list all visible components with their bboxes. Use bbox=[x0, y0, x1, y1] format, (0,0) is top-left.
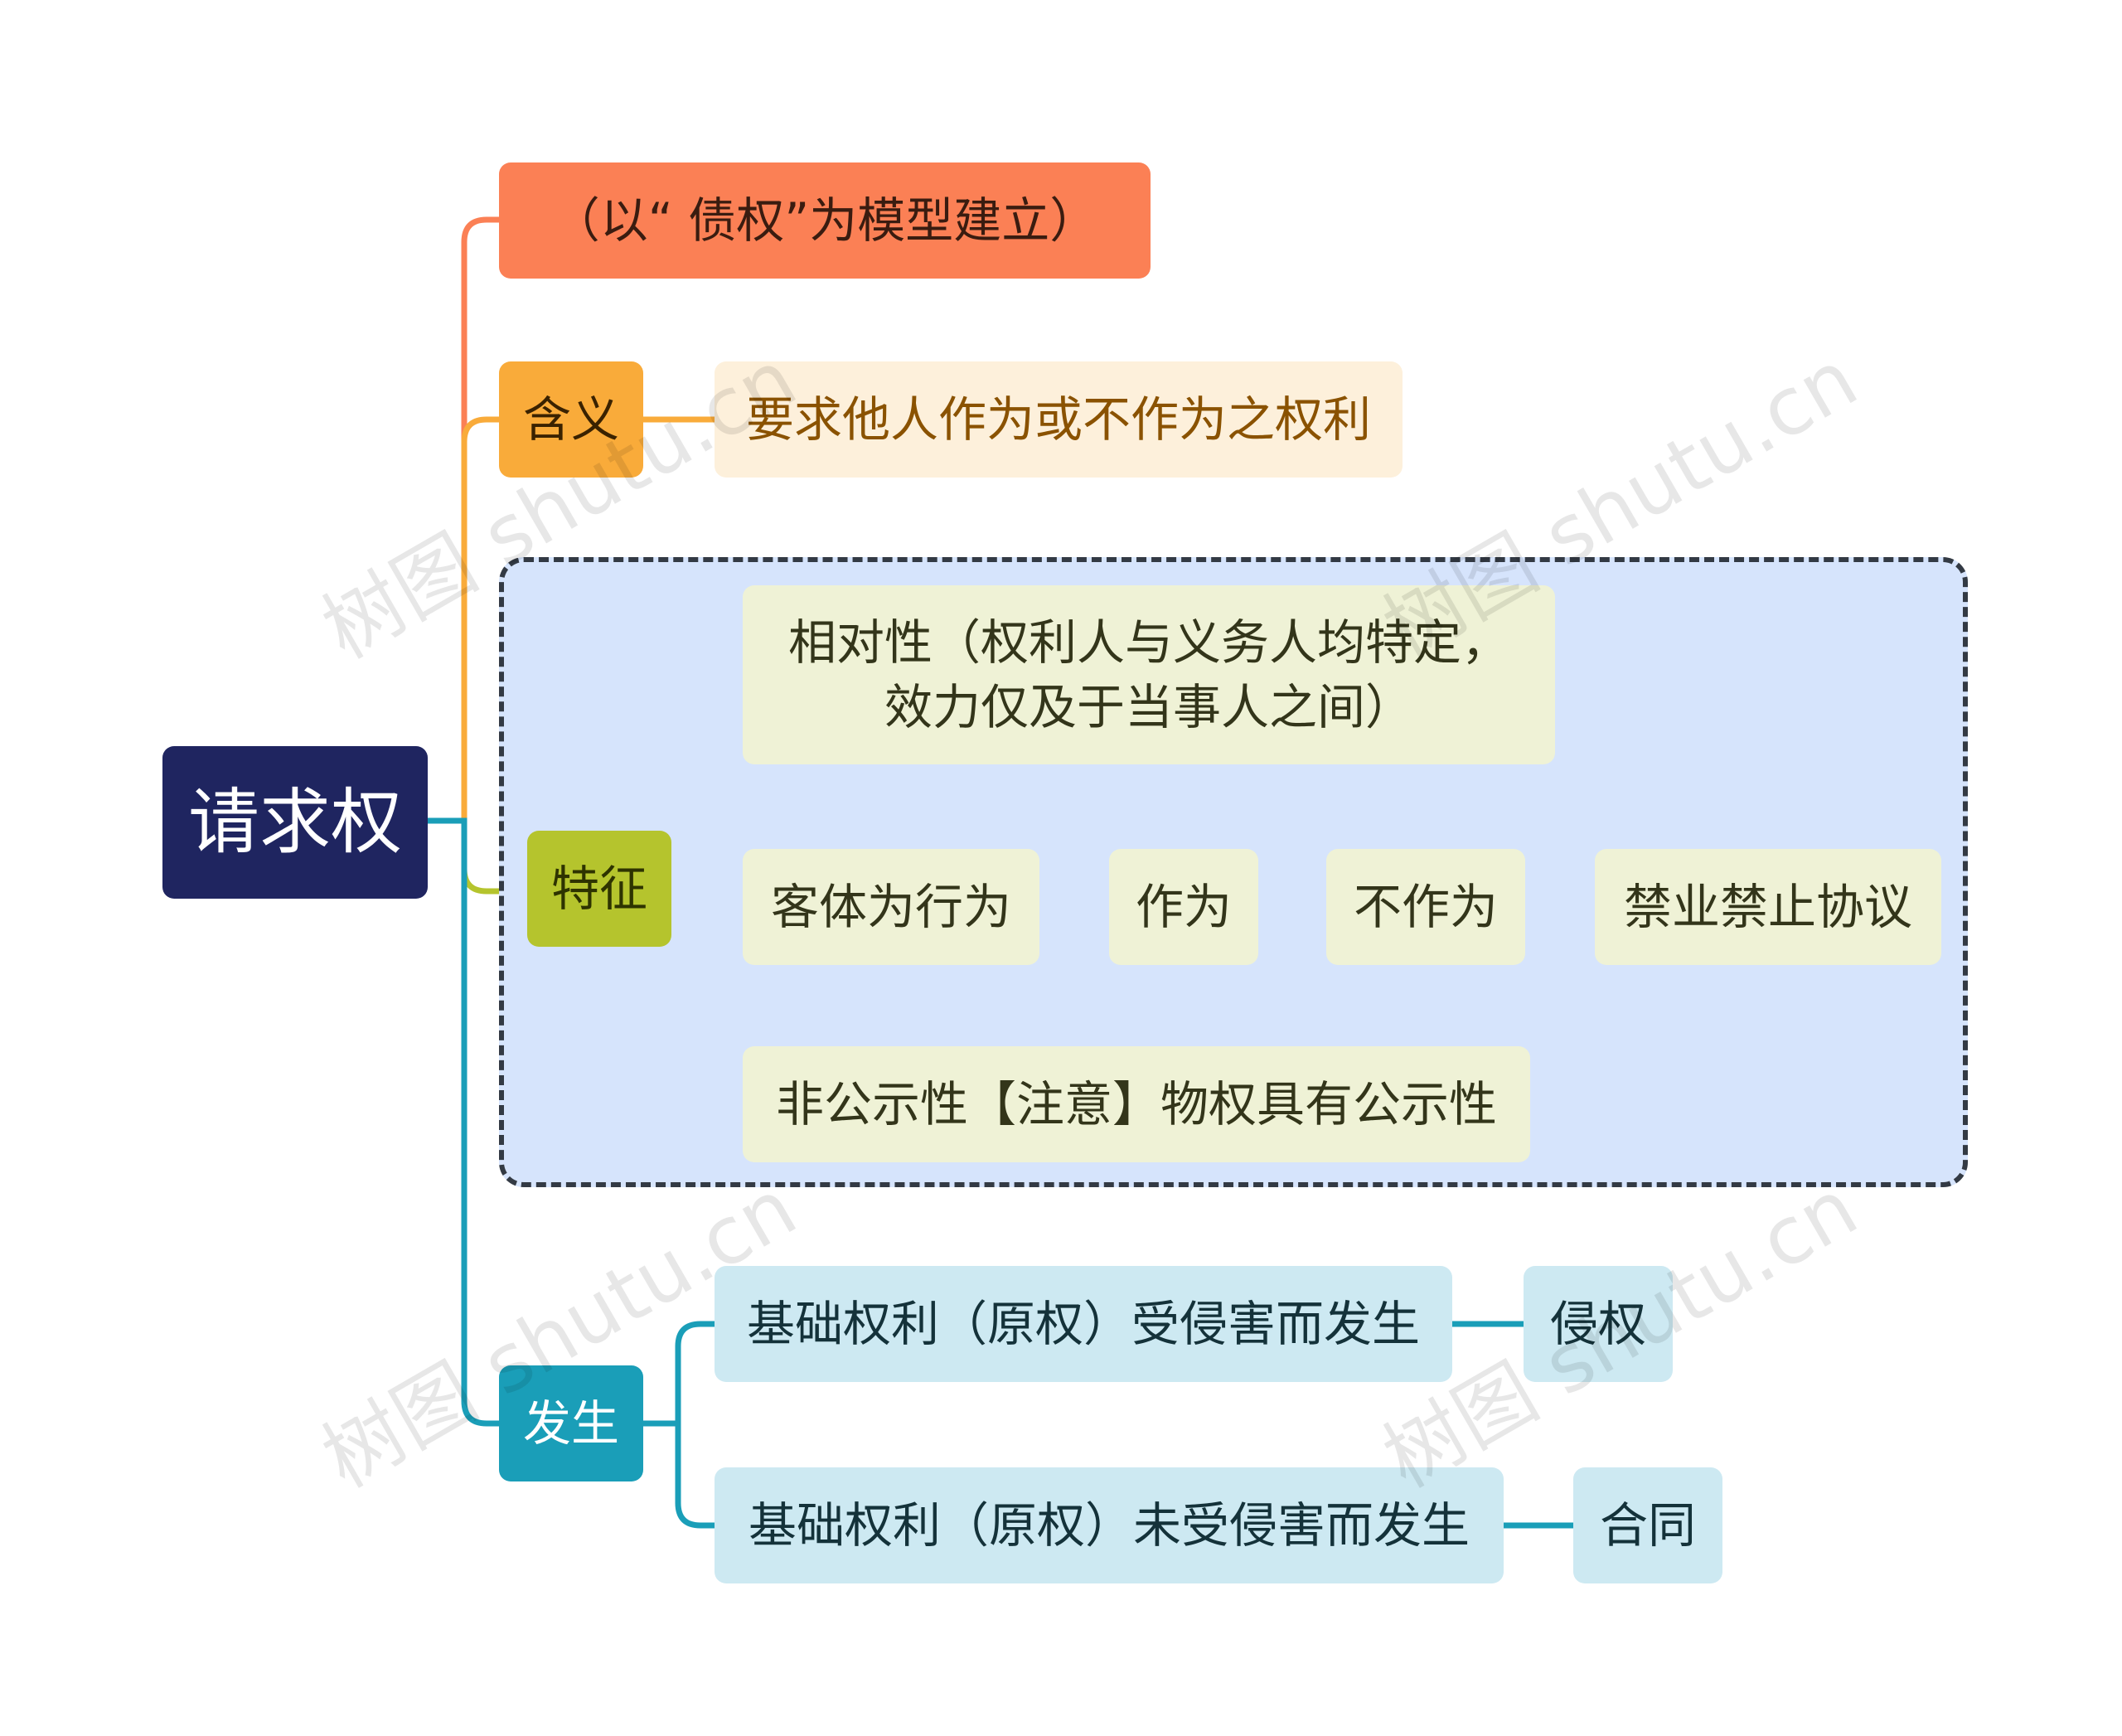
occurrence-contract-node[interactable]: 合同 bbox=[1573, 1467, 1722, 1583]
meaning-child-label: 要求他人作为或不作为之权利 bbox=[745, 390, 1371, 448]
occurrence-tort-node[interactable]: 侵权 bbox=[1524, 1266, 1673, 1382]
occurrence-label: 发生 bbox=[522, 1394, 619, 1452]
connector-occurrence-children bbox=[640, 1321, 718, 1529]
object-chain-omission[interactable]: 不作为 bbox=[1326, 849, 1525, 965]
connector-occurrence-results bbox=[1449, 1321, 1577, 1529]
object-chain-omission-label: 不作为 bbox=[1353, 878, 1498, 935]
occurrence-infringed-label: 基础权利（原权）受侵害而发生 bbox=[746, 1295, 1420, 1352]
connector-root-occurrence bbox=[424, 817, 502, 1427]
model-node[interactable]: （以“ 债权”为模型建立） bbox=[499, 162, 1151, 279]
connector-root-meaning bbox=[424, 416, 502, 824]
occurrence-tort-label: 侵权 bbox=[1549, 1295, 1646, 1352]
root-node[interactable]: 请求权 bbox=[162, 746, 428, 899]
object-chain-noncompete[interactable]: 禁业禁止协议 bbox=[1595, 849, 1941, 965]
object-chain-act[interactable]: 作为 bbox=[1109, 849, 1258, 965]
meaning-label: 含义 bbox=[522, 390, 619, 448]
occurrence-node[interactable]: 发生 bbox=[499, 1365, 643, 1481]
object-label: 客体为行为 bbox=[770, 878, 1011, 935]
non-public-node[interactable]: 非公示性【注意】物权具有公示性 bbox=[743, 1046, 1530, 1162]
object-node[interactable]: 客体为行为 bbox=[743, 849, 1039, 965]
object-chain-act-label: 作为 bbox=[1135, 878, 1232, 935]
non-public-label: 非公示性【注意】物权具有公示性 bbox=[775, 1075, 1497, 1132]
relative-node[interactable]: 相对性（权利人与义务人均特定， 效力仅及于当事人之间） bbox=[743, 585, 1555, 764]
occurrence-contract-label: 合同 bbox=[1599, 1496, 1696, 1554]
features-label: 特征 bbox=[550, 860, 647, 917]
connector-root-model bbox=[424, 216, 502, 824]
object-chain-noncompete-label: 禁业禁止协议 bbox=[1623, 878, 1912, 935]
occurrence-not-infringed-label: 基础权利（原权）未受侵害而发生 bbox=[748, 1496, 1470, 1554]
model-label: （以“ 债权”为模型建立） bbox=[551, 192, 1098, 249]
features-node[interactable]: 特征 bbox=[527, 831, 671, 947]
occurrence-not-infringed-node[interactable]: 基础权利（原权）未受侵害而发生 bbox=[715, 1467, 1504, 1583]
relative-line1: 相对性（权利人与义务人均特定， bbox=[787, 613, 1509, 671]
meaning-child-node[interactable]: 要求他人作为或不作为之权利 bbox=[715, 361, 1403, 478]
occurrence-infringed-node[interactable]: 基础权利（原权）受侵害而发生 bbox=[715, 1266, 1452, 1382]
root-label: 请求权 bbox=[188, 780, 402, 864]
relative-line2: 效力仅及于当事人之间） bbox=[884, 679, 1413, 735]
meaning-node[interactable]: 含义 bbox=[499, 361, 643, 478]
